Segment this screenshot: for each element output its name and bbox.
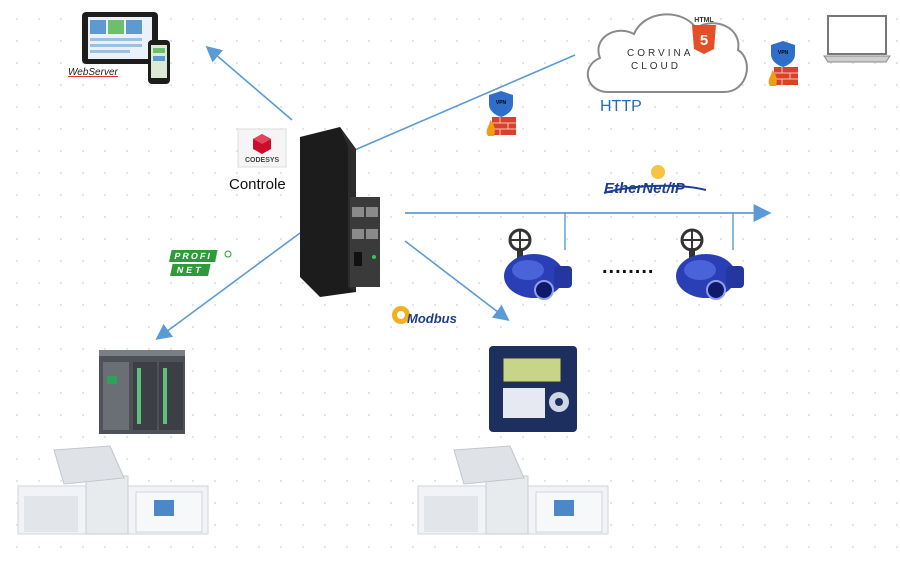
svg-text:5: 5 xyxy=(700,32,708,49)
vpn-firewall-icon-cloud: VPN xyxy=(768,41,798,86)
controller-label: Controle xyxy=(229,176,286,193)
industrial-machine-1 xyxy=(17,445,209,535)
more-devices-ellipsis: ........ xyxy=(602,256,655,278)
codesys-text: CODESYS xyxy=(245,157,280,164)
laptop-icon xyxy=(823,15,891,63)
svg-text:VPN: VPN xyxy=(778,50,789,56)
plc-rack xyxy=(99,350,185,434)
modbus-gear-icon xyxy=(392,306,410,324)
line-to-cloud xyxy=(349,54,576,153)
vpn-firewall-icon: VPN xyxy=(486,91,516,136)
html5-icon: HTML 5 xyxy=(692,17,716,54)
codesys-logo xyxy=(237,128,287,168)
cloud-name-line2: CLOUD xyxy=(631,61,682,72)
ethernet-ip-label: EtherNet/IP xyxy=(604,180,685,197)
valve-actuator-1 xyxy=(504,228,572,300)
tablet-phone-icon xyxy=(82,12,170,84)
cloud-name-line1: CORVINA xyxy=(627,48,694,59)
valve-actuator-2 xyxy=(676,228,744,300)
svg-text:NET: NET xyxy=(176,265,205,275)
http-label: HTTP xyxy=(600,98,642,115)
arrow-to-profinet-plc xyxy=(155,232,301,340)
arrow-to-modbus-hmi xyxy=(404,240,510,321)
controller-device xyxy=(300,127,380,297)
arrow-to-webserver xyxy=(205,45,293,121)
industrial-machine-2 xyxy=(417,445,609,535)
svg-text:VPN: VPN xyxy=(496,100,507,106)
ethernet-ip-logo xyxy=(603,165,707,194)
hmi-panel xyxy=(489,346,577,432)
profinet-logo: PROFI NET xyxy=(169,250,232,276)
modbus-label: Modbus xyxy=(407,311,457,326)
svg-text:HTML: HTML xyxy=(694,17,714,24)
webserver-label: WebServer xyxy=(68,67,118,78)
svg-text:PROFI: PROFI xyxy=(173,251,213,261)
